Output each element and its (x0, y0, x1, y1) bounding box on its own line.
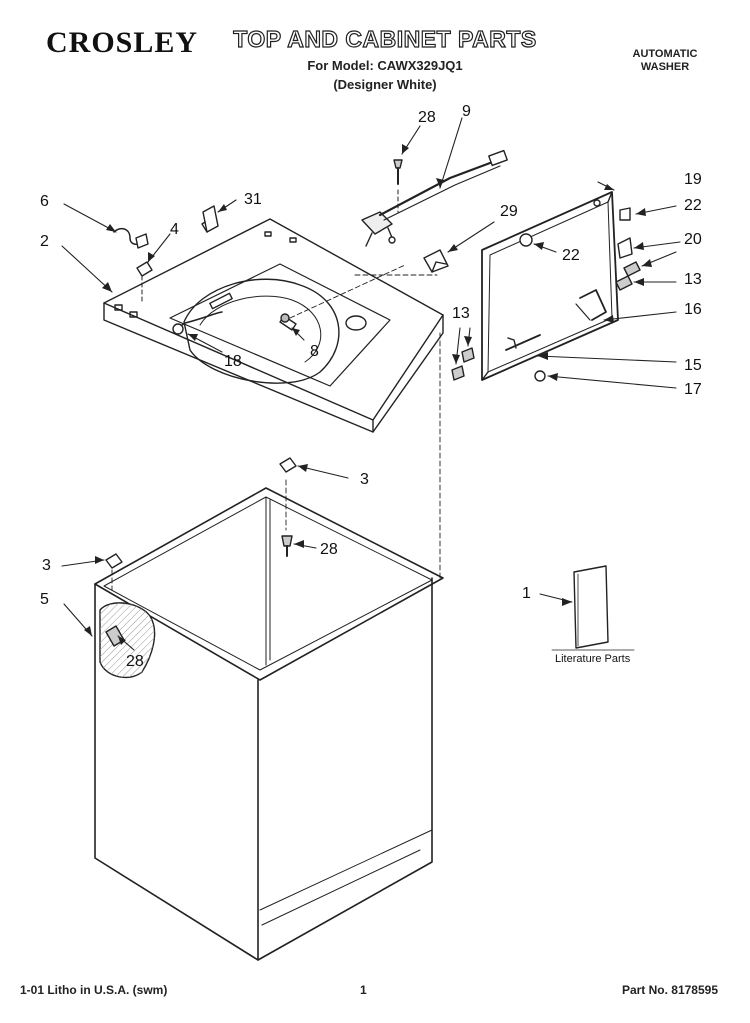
callout-1: 1 (522, 585, 531, 602)
callout-2: 2 (40, 233, 49, 250)
page-number: 1 (360, 983, 367, 997)
top-slot-2 (129, 311, 138, 318)
lid-bumper-22-left (519, 233, 533, 247)
product-type: AUTOMATIC WASHER (610, 48, 720, 74)
callout-9: 9 (462, 103, 471, 120)
callout-15: 15 (684, 357, 702, 374)
bumper-29 (423, 249, 449, 273)
model-line: For Model: CAWX329JQ1 (307, 58, 463, 73)
callout-3-left: 3 (42, 557, 51, 574)
callout-28-top: 28 (418, 109, 436, 126)
top-vent (209, 292, 233, 310)
callout-13-right: 13 (684, 271, 702, 288)
screw-28-center (281, 535, 293, 557)
callout-numbers: 6 2 4 31 28 9 29 19 22 22 20 13 16 13 15… (40, 103, 702, 670)
nut-4 (136, 261, 153, 303)
hinge-screws-13-left (451, 347, 475, 381)
assembly-lines (111, 264, 441, 591)
callout-29: 29 (500, 203, 518, 220)
washer-top-panel (103, 218, 444, 433)
color-line: (Designer White) (333, 77, 437, 92)
callout-13-left: 13 (452, 305, 470, 322)
callout-8: 8 (310, 343, 319, 360)
callout-31: 31 (244, 191, 262, 208)
callout-22-left: 22 (562, 247, 580, 264)
top-slot-4 (289, 237, 297, 243)
clip-3-left (105, 553, 123, 569)
callout-20: 20 (684, 231, 702, 248)
actuator-20 (617, 237, 633, 259)
clip-3-top (279, 457, 297, 473)
hinge-clip-6 (113, 227, 149, 249)
hinge-15 (505, 334, 541, 351)
screw-28-top (393, 159, 403, 213)
bleach-hose-18 (172, 311, 223, 335)
hinge-rod-16 (575, 289, 607, 321)
hinge-screws-13-right (615, 261, 641, 291)
callout-28-center: 28 (320, 541, 338, 558)
product-line-2: WASHER (640, 61, 690, 73)
product-line-1: AUTOMATIC (632, 48, 698, 60)
washer-cabinet (94, 487, 444, 961)
callout-16: 16 (684, 301, 702, 318)
arrowheads (84, 144, 652, 645)
page-title: TOP AND CABINET PARTS (233, 25, 537, 52)
clip-31 (201, 205, 219, 233)
callout-6: 6 (40, 193, 49, 210)
litho-note: 1-01 Litho in U.S.A. (swm) (20, 983, 168, 997)
hinge-bushing-17 (534, 370, 546, 382)
top-slot-3 (264, 231, 272, 237)
part-number: Part No. 8178595 (621, 983, 718, 997)
brand-logo: CROSLEY (46, 26, 199, 59)
screw-8 (279, 313, 297, 331)
literature-booklet (573, 565, 609, 649)
dispenser-cup (345, 315, 367, 331)
washer-lid (481, 191, 619, 381)
callout-3-top: 3 (360, 471, 369, 488)
top-slot-1 (114, 304, 123, 311)
callout-18: 18 (224, 353, 242, 370)
callout-19: 19 (684, 171, 702, 188)
lid-switch-9 (361, 149, 508, 247)
callout-22-right: 22 (684, 197, 702, 214)
literature-label: Literature Parts (555, 653, 631, 665)
callout-28-cabinet: 28 (126, 653, 144, 670)
callout-5: 5 (40, 591, 49, 608)
lid-bumper-22-right (619, 207, 631, 221)
callout-17: 17 (684, 381, 702, 398)
callout-4: 4 (170, 221, 179, 238)
